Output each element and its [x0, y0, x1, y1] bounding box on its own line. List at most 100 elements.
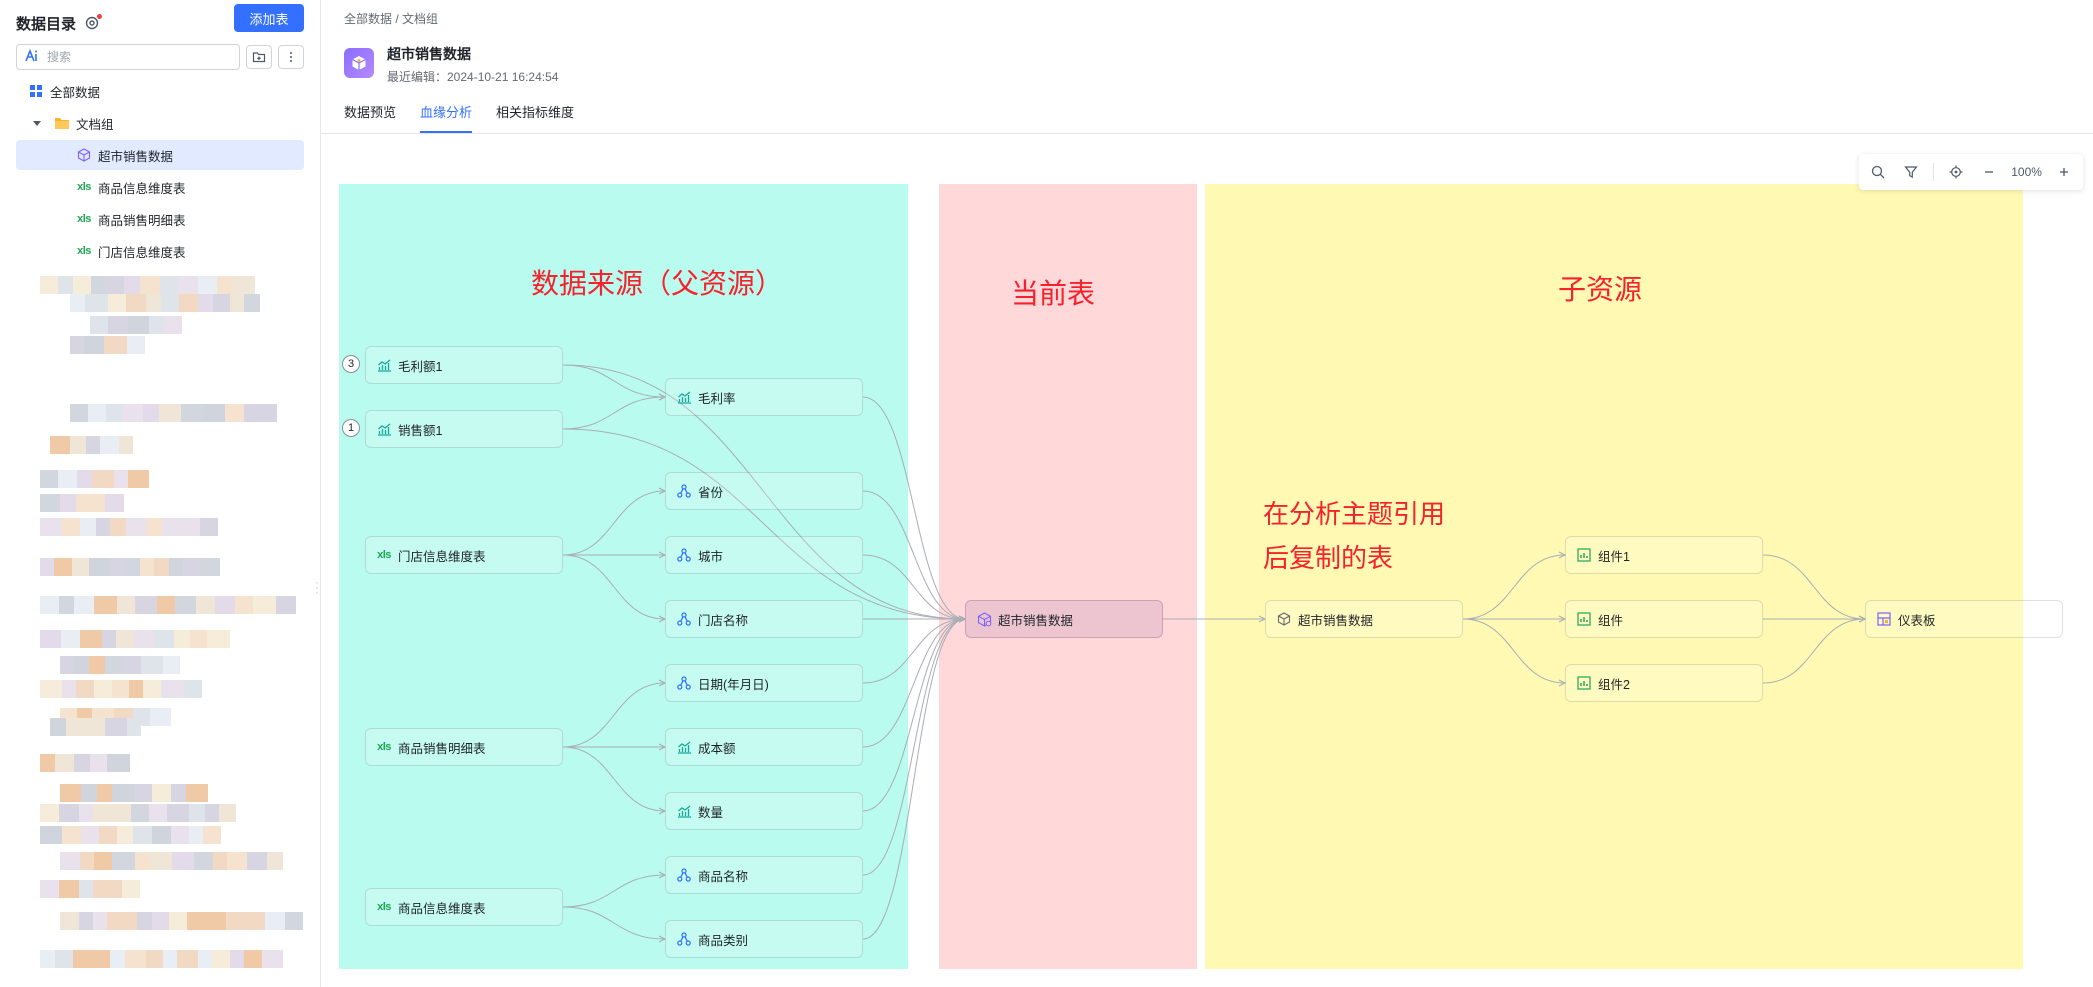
expand-count-badge[interactable]: 3: [342, 355, 360, 373]
redacted-pixel: [232, 276, 255, 294]
more-options-button[interactable]: [278, 45, 304, 69]
zone-label-child: 子资源: [1558, 274, 1643, 305]
node-label: 超市销售数据: [998, 613, 1074, 628]
node-sales-1[interactable]: 销售额1: [365, 410, 563, 448]
redacted-pixel: [179, 294, 198, 312]
redacted-pixel: [117, 826, 133, 844]
edge-arrow: [658, 551, 667, 559]
node-field-store-name[interactable]: 门店名称: [665, 600, 863, 638]
node-gross-profit-1[interactable]: 毛利额1: [365, 346, 563, 384]
redacted-pixel: [112, 784, 135, 802]
redacted-pixel: [190, 630, 207, 648]
node-field-product-category[interactable]: 商品类别: [665, 920, 863, 958]
node-dashboard[interactable]: 仪表板: [1865, 600, 2063, 638]
redacted-pixel: [79, 912, 93, 930]
redacted-pixel: [244, 950, 262, 968]
redacted-pixel: [70, 436, 86, 454]
search-icon[interactable]: [1867, 161, 1889, 183]
breadcrumb-item[interactable]: 全部数据: [344, 12, 393, 26]
redacted-pixel: [122, 656, 141, 674]
sidebar-title: 数据目录: [16, 15, 77, 33]
metric-icon: [376, 357, 392, 373]
redacted-pixel: [102, 630, 116, 648]
zoom-out-icon[interactable]: [1978, 161, 2000, 183]
redacted-pixel: [159, 404, 181, 422]
redacted-pixel: [122, 880, 140, 898]
node-field-city[interactable]: 城市: [665, 536, 863, 574]
redacted-pixel: [108, 880, 122, 898]
node-label: 超市销售数据: [1298, 613, 1374, 628]
more-vertical-icon: [290, 52, 292, 62]
redacted-pixel: [117, 596, 135, 614]
redacted-pixel: [94, 680, 112, 698]
redacted-pixel: [230, 950, 244, 968]
tree-item-sales-detail[interactable]: xls 商品销售明细表: [16, 204, 304, 234]
redacted-pixel: [126, 558, 140, 576]
redacted-pixel: [100, 436, 119, 454]
node-sales-detail-table[interactable]: xls 商品销售明细表: [365, 728, 563, 766]
redacted-pixel: [70, 404, 88, 422]
redacted-pixel: [73, 950, 94, 968]
redacted-pixel: [76, 680, 94, 698]
redacted-pixel: [40, 558, 54, 576]
tree-item-product-info[interactable]: xls 商品信息维度表: [16, 172, 304, 202]
tree-item-store-info[interactable]: xls 门店信息维度表: [16, 236, 304, 266]
tree-item-folder[interactable]: 文档组: [16, 108, 304, 138]
search-box[interactable]: [16, 44, 240, 70]
tree-item-all-data[interactable]: 全部数据: [16, 76, 304, 106]
redacted-pixel: [104, 336, 127, 354]
redacted-pixel: [93, 880, 108, 898]
settings-gear-icon[interactable]: [84, 14, 103, 31]
node-store-info-table[interactable]: xls 门店信息维度表: [365, 536, 563, 574]
redacted-pixel: [107, 912, 122, 930]
lineage-edge: [862, 490, 966, 620]
tree-item-supermarket-sales[interactable]: 超市销售数据: [16, 140, 304, 170]
resize-handle[interactable]: ···: [315, 575, 319, 599]
edge-arrow: [658, 487, 667, 495]
zoom-in-icon[interactable]: [2053, 161, 2075, 183]
lineage-edge: [562, 746, 666, 812]
redacted-pixel: [285, 912, 303, 930]
node-copied-table[interactable]: 超市销售数据: [1265, 600, 1463, 638]
node-label: 销售额1: [398, 423, 443, 438]
lineage-canvas[interactable]: 数据来源（父资源） 当前表 子资源 在分析主题引用 后复制的表 3 毛利额1 1…: [321, 134, 2093, 987]
caret-down-icon[interactable]: [32, 115, 42, 131]
node-field-date[interactable]: 日期(年月日): [665, 664, 863, 702]
node-field-province[interactable]: 省份: [665, 472, 863, 510]
redacted-pixel: [81, 826, 99, 844]
node-label: 商品信息维度表: [398, 901, 486, 916]
filter-icon[interactable]: [1900, 161, 1922, 183]
breadcrumb-item[interactable]: 文档组: [402, 12, 439, 26]
redacted-pixel: [105, 494, 124, 512]
annotation-line-1: 在分析主题引用: [1263, 499, 1446, 529]
tab-related-metrics[interactable]: 相关指标维度: [496, 105, 575, 120]
node-component-2[interactable]: 组件2: [1565, 664, 1763, 702]
tab-data-preview[interactable]: 数据预览: [344, 105, 397, 120]
redacted-pixel: [189, 826, 203, 844]
redacted-pixel: [60, 912, 79, 930]
redacted-pixel: [164, 316, 182, 334]
redacted-pixel: [60, 656, 74, 674]
node-product-info-table[interactable]: xls 商品信息维度表: [365, 888, 563, 926]
redacted-pixel: [62, 518, 80, 536]
node-field-margin-rate[interactable]: 毛利率: [665, 378, 863, 416]
redacted-pixel: [235, 596, 253, 614]
node-field-cost[interactable]: 成本额: [665, 728, 863, 766]
redacted-pixel: [150, 708, 171, 726]
tab-lineage-analysis[interactable]: 血缘分析: [420, 102, 473, 133]
node-field-quantity[interactable]: 数量: [665, 792, 863, 830]
redacted-pixel: [162, 518, 182, 536]
expand-count-badge[interactable]: 1: [342, 419, 360, 437]
locate-icon[interactable]: [1945, 161, 1967, 183]
node-label: 组件1: [1598, 549, 1630, 564]
add-table-button[interactable]: 添加表: [234, 4, 304, 32]
node-current-table[interactable]: 超市销售数据: [965, 600, 1163, 638]
node-component[interactable]: 组件: [1565, 600, 1763, 638]
node-component-1[interactable]: 组件1: [1565, 536, 1763, 574]
redacted-pixel: [161, 680, 184, 698]
search-input[interactable]: [45, 49, 219, 65]
redacted-pixel: [141, 656, 163, 674]
node-field-product-name[interactable]: 商品名称: [665, 856, 863, 894]
redacted-pixel: [230, 294, 244, 312]
new-folder-button[interactable]: [246, 45, 272, 69]
